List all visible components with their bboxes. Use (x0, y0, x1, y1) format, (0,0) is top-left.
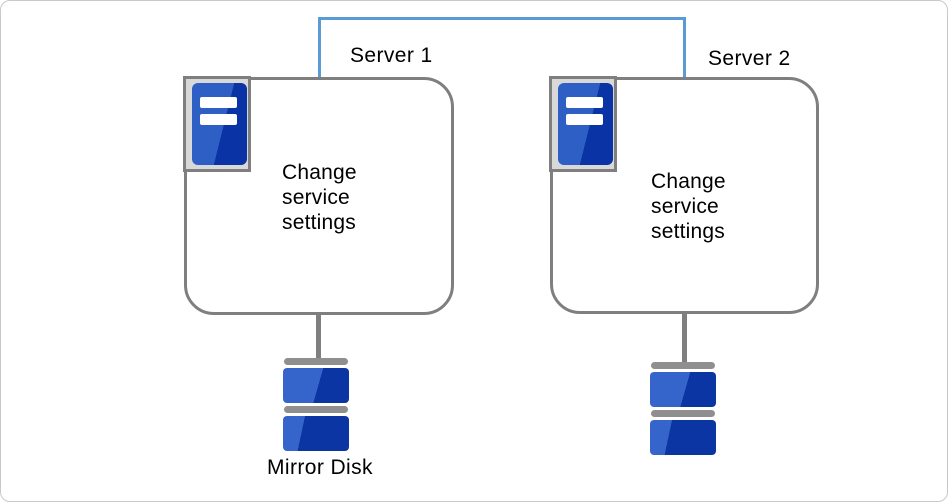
disk-cap (651, 362, 715, 369)
disk-platter (283, 416, 349, 451)
server-led-bar (566, 114, 603, 125)
disk-cap (284, 406, 348, 413)
mirror-disk-icon-2 (650, 362, 716, 455)
mirror-disk-label: Mirror Disk (267, 456, 373, 479)
mirror-disk-icon-1 (283, 358, 349, 451)
server2-disk-link-line (682, 311, 687, 364)
server2-box: Change service settings (549, 76, 819, 314)
disk-cap (284, 358, 348, 365)
server-tower (558, 83, 613, 165)
disk-cap (651, 410, 715, 417)
server-icon (549, 76, 617, 172)
disk-platter (283, 368, 349, 403)
server1-task-text: Change service settings (282, 161, 357, 234)
server-led-bar (200, 114, 237, 125)
disk-platter (650, 420, 716, 455)
server-led-bar (566, 97, 603, 108)
server2-label: Server 2 (708, 47, 791, 70)
server-led-bar (200, 97, 237, 108)
network-link-line (318, 17, 686, 77)
server2-task-text: Change service settings (651, 170, 726, 243)
server1-label: Server 1 (350, 44, 433, 67)
server-tower (192, 83, 247, 165)
server-icon (183, 76, 251, 172)
server1-disk-link-line (316, 312, 321, 360)
server1-box: Change service settings (183, 76, 454, 315)
disk-platter (650, 372, 716, 407)
